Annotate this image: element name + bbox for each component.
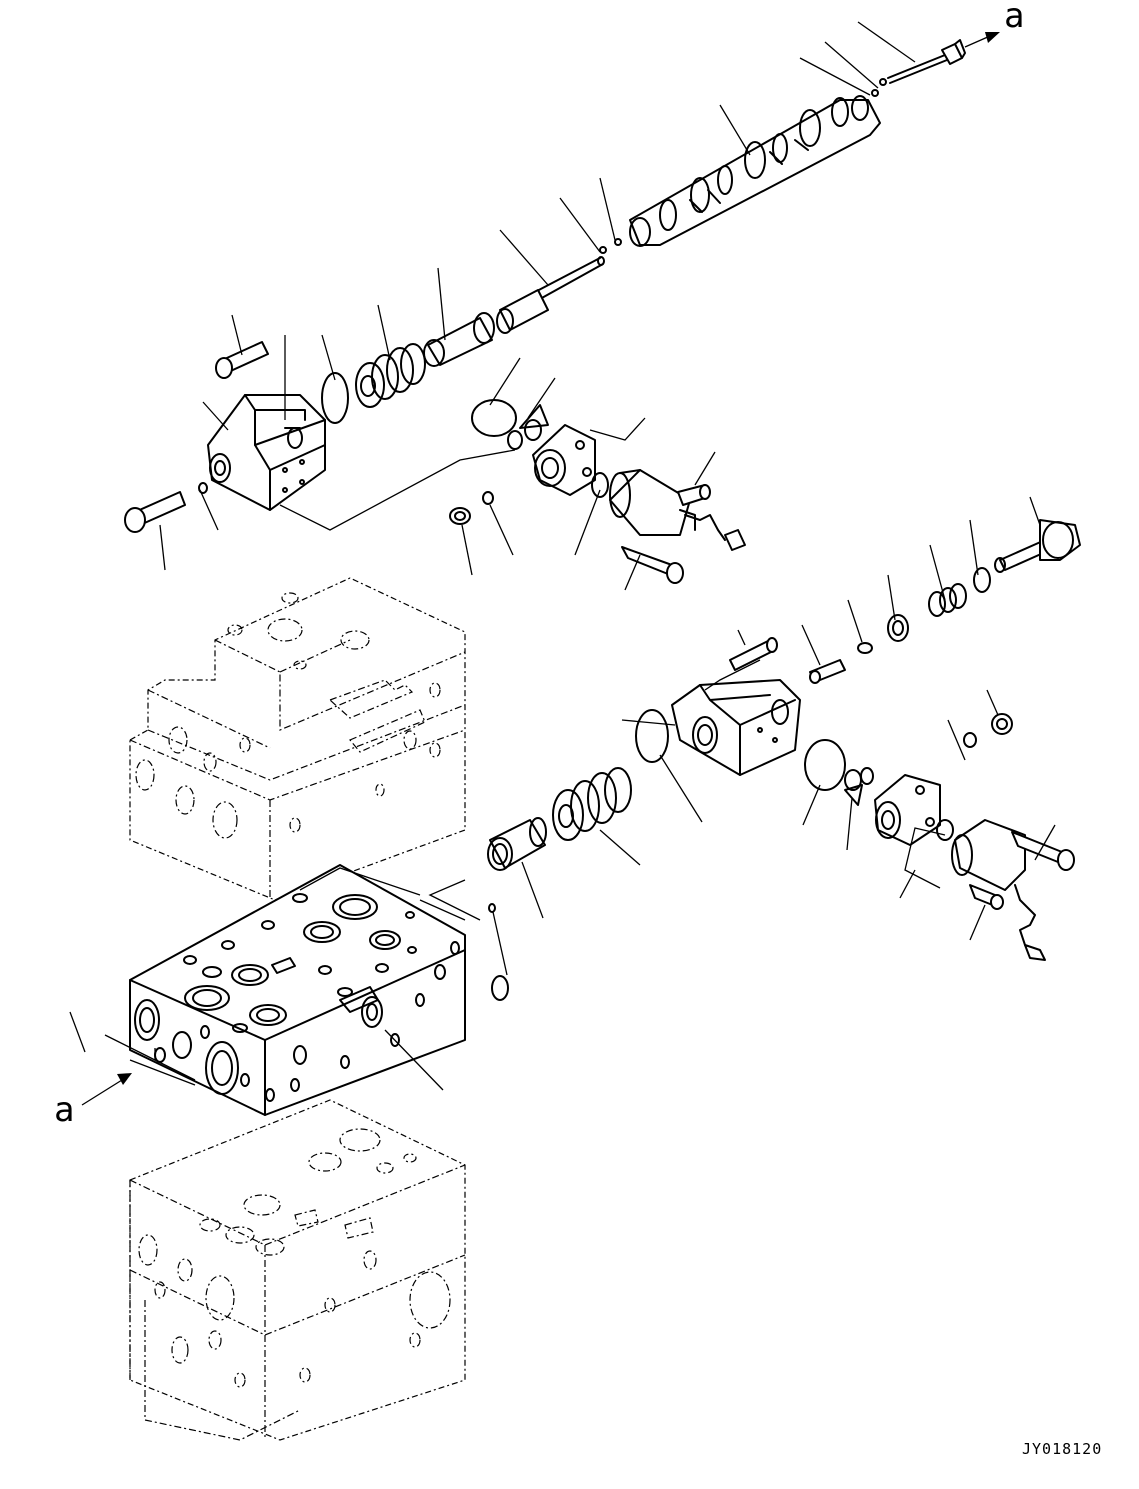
main-valve-block bbox=[129, 864, 509, 1116]
spool-assembly-top bbox=[124, 39, 966, 584]
arrow-bottom bbox=[81, 1073, 132, 1106]
leader-lines bbox=[69, 21, 1056, 1091]
lower-reference-block bbox=[129, 1099, 466, 1441]
spool-assembly-middle bbox=[487, 519, 1081, 961]
arrow-top bbox=[964, 32, 1000, 48]
upper-reference-block bbox=[129, 577, 466, 901]
drawing-code: JY018120 bbox=[1022, 1440, 1103, 1458]
reference-label-a-bottom: a bbox=[54, 1090, 75, 1130]
reference-label-a-top: a bbox=[1004, 0, 1025, 36]
